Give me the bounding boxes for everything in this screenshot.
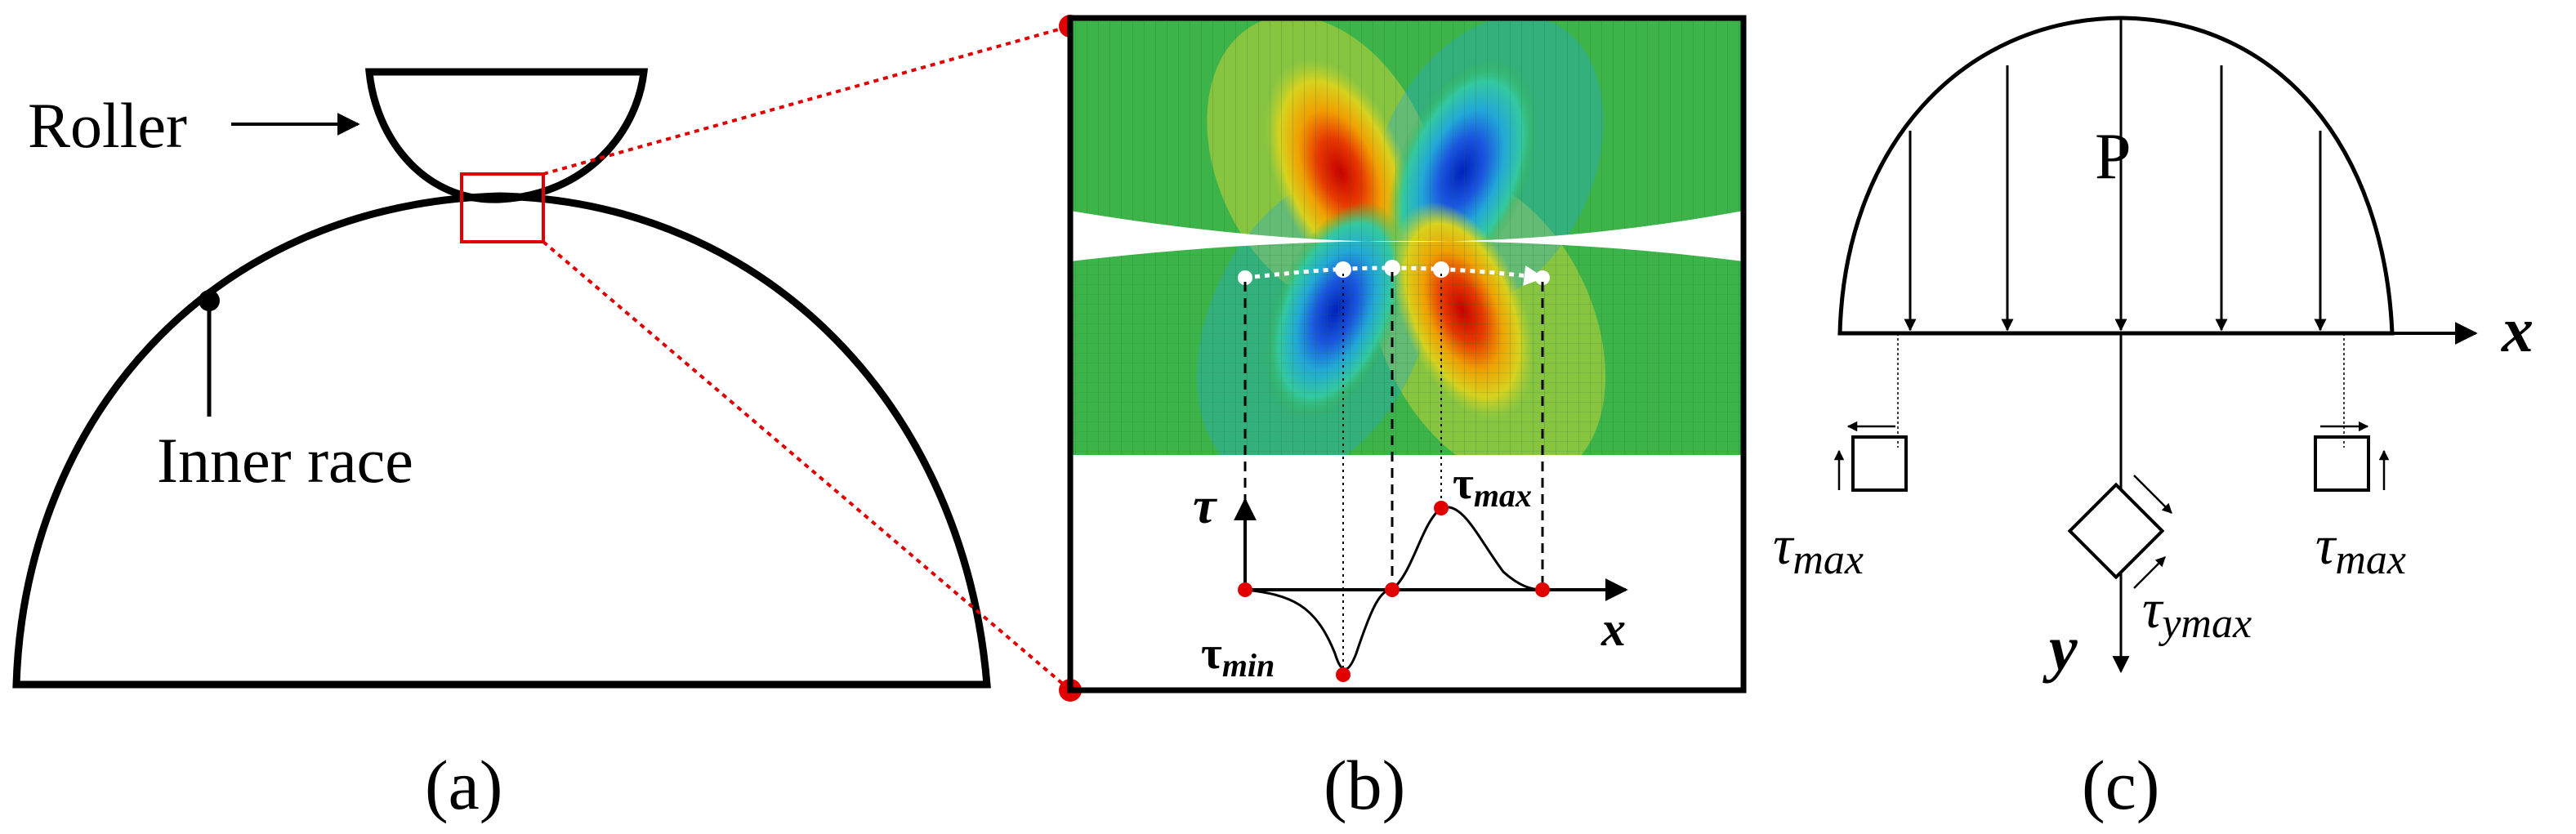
inner-race-shape — [12, 192, 991, 689]
panel-a: Roller Inner race (a) — [12, 68, 991, 824]
element-left — [1851, 435, 1908, 492]
point-max — [1434, 501, 1449, 515]
element-rotated — [2067, 482, 2165, 580]
tau-max-right-label: τmax — [2315, 514, 2406, 583]
tau-max-label: τmax — [1453, 458, 1532, 514]
projection-lines — [1243, 272, 1544, 590]
shear-path — [1244, 265, 1545, 286]
caption-c: (c) — [2082, 746, 2159, 824]
projection-lines-fine — [1342, 274, 1442, 675]
load-label: P — [2095, 121, 2132, 193]
roller-label: Roller — [28, 90, 187, 161]
panel-b: τ x τmax τmin (b) — [1067, 15, 1747, 824]
caption-a: (a) — [425, 746, 502, 824]
zoom-connectors — [542, 15, 1082, 702]
point-min — [1336, 667, 1351, 682]
point-zero — [1385, 582, 1400, 597]
stress-contour — [1070, 18, 1743, 455]
y-axis-label-c: y — [2042, 613, 2078, 684]
x-axis-label-b: x — [1601, 602, 1626, 656]
roller-shape — [365, 68, 649, 203]
panel-b-frame — [1067, 15, 1747, 694]
tau-min-label: τmin — [1201, 628, 1275, 684]
x-axis-label-c: x — [2501, 294, 2534, 365]
inner-race-label: Inner race — [157, 425, 413, 496]
tau-max-left-label: τmax — [1773, 514, 1864, 583]
load-arrows — [1904, 18, 2327, 332]
contact-zone-box — [460, 172, 545, 243]
point-end — [1535, 582, 1550, 597]
tau-ymax-label: τymax — [2142, 578, 2252, 647]
caption-b: (b) — [1324, 746, 1405, 824]
tau-axis-label: τ — [1193, 476, 1218, 534]
point-start — [1238, 582, 1252, 597]
element-right — [2314, 435, 2370, 492]
panel-c: P x y τmax τmax τymax (c) — [1773, 16, 2534, 824]
